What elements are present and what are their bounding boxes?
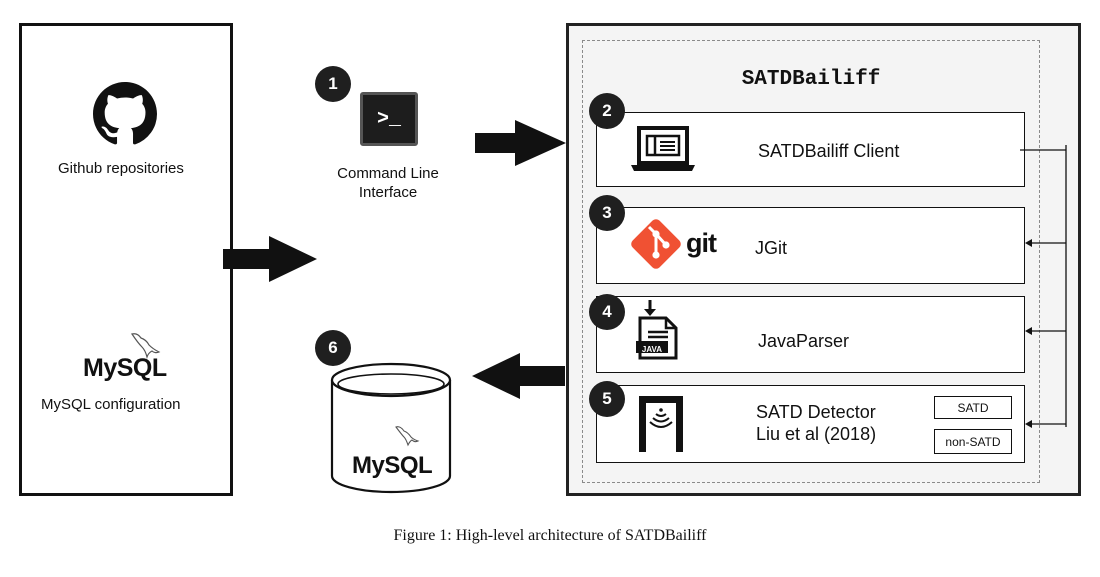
step-badge-3: 3 (589, 195, 625, 231)
arrow-left-output (472, 353, 565, 399)
component-connectors (1020, 145, 1067, 428)
arrow-right-sources (223, 236, 317, 282)
step-badge-2: 2 (589, 93, 625, 129)
step-badge-1: 1 (315, 66, 351, 102)
javaparser-label: JavaParser (758, 331, 850, 351)
github-label: Github repositories (58, 160, 184, 177)
terminal-icon: >_ (360, 92, 418, 146)
satdbailiff-boundary (582, 40, 1040, 483)
github-icon (93, 82, 157, 145)
step-badge-4: 4 (589, 294, 625, 330)
satd-detector-label-line1: SATD Detector (756, 402, 876, 422)
java-file-text: JAVA (641, 345, 663, 354)
satd-tag: SATD (934, 396, 1012, 419)
figure-caption: Figure 1: High-level architecture of SAT… (393, 527, 707, 544)
mysql-config-label: MySQL configuration (41, 396, 181, 413)
jgit-label: JGit (755, 238, 788, 258)
client-label: SATDBailiff Client (758, 141, 900, 161)
detector-gate-icon (639, 396, 683, 452)
satdbailiff-title: SATDBailiff (741, 68, 881, 91)
arrow-right-cli (475, 120, 566, 166)
database-logo-text: MySQL (352, 452, 433, 479)
component-javaparser (596, 296, 1025, 373)
git-logo-text: git (686, 228, 717, 258)
database-icon (330, 362, 452, 494)
git-logo-icon (631, 219, 681, 269)
dolphin-icon (131, 333, 161, 360)
cli-label-line1: Command Line (337, 165, 439, 182)
non-satd-tag: non-SATD (934, 429, 1012, 454)
cli-label-line2: Interface (358, 184, 418, 201)
laptop-icon (631, 126, 695, 171)
satd-detector-label-line2: Liu et al (2018) (756, 424, 877, 444)
java-file-icon (636, 300, 678, 360)
terminal-prompt: >_ (376, 107, 401, 131)
step-badge-6: 6 (315, 330, 351, 366)
sources-panel (19, 23, 233, 496)
step-badge-5: 5 (589, 381, 625, 417)
mysql-logo-text: MySQL (83, 354, 167, 382)
